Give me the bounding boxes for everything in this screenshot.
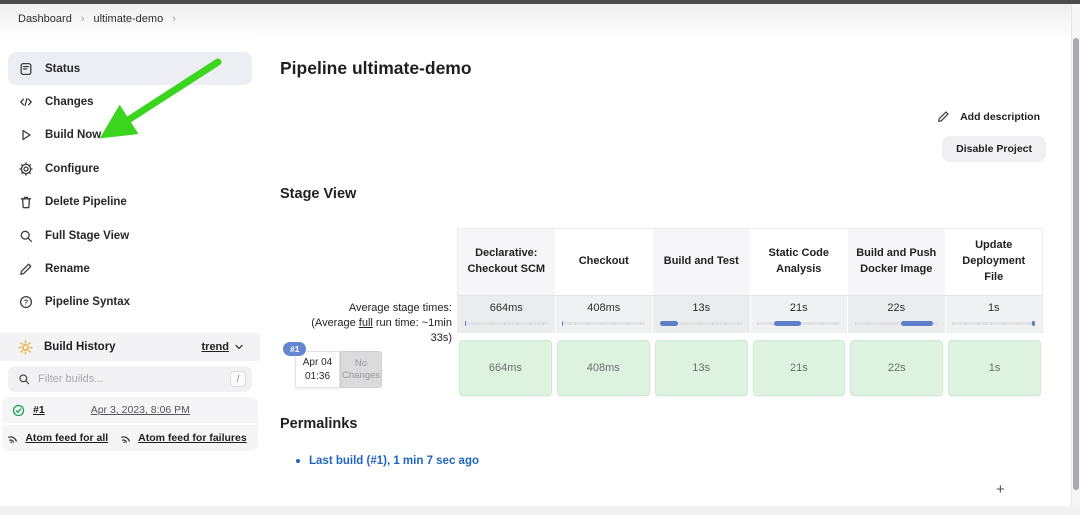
sidebar-item-label: Configure — [45, 162, 100, 175]
stage-timing-bar — [562, 321, 646, 326]
trend-dropdown[interactable]: trend — [202, 341, 245, 353]
atom-feeds: Atom feed for all Atom feed for failures — [2, 425, 258, 451]
atom-feed-failures-link[interactable]: Atom feed for failures — [138, 432, 247, 444]
sidebar-item-label: Delete Pipeline — [45, 196, 127, 209]
stage-timing-bar — [659, 321, 743, 326]
run-date-box[interactable]: Apr 04 01:36 — [295, 351, 340, 388]
build-run-row: 664ms 408ms 13s 21s 22s 1s — [457, 338, 1043, 398]
search-icon — [18, 228, 33, 243]
last-build-link[interactable]: Last build (#1), 1 min 7 sec ago — [296, 455, 479, 467]
plus-icon[interactable]: + — [996, 481, 1005, 498]
sidebar-item-rename[interactable]: Rename — [8, 252, 252, 285]
build-date-link[interactable]: Apr 3, 2023, 8:06 PM — [90, 404, 190, 416]
filter-builds-input[interactable] — [38, 373, 230, 385]
build-history-title: Build History — [44, 341, 116, 353]
stage-timing-bar — [854, 321, 938, 326]
stage-header: Static Code Analysis — [750, 229, 847, 295]
trend-label: trend — [201, 341, 230, 353]
trash-icon — [18, 195, 33, 210]
svg-text:?: ? — [23, 298, 28, 307]
build-history-header: Build History trend — [0, 333, 260, 361]
stage-result-cell[interactable]: 21s — [750, 338, 848, 398]
stage-view-table: Declarative: Checkout SCM Checkout Build… — [457, 228, 1043, 398]
sidebar-item-delete-pipeline[interactable]: Delete Pipeline — [8, 186, 252, 219]
sidebar-item-label: Rename — [45, 263, 90, 276]
sidebar-item-label: Pipeline Syntax — [45, 296, 131, 309]
stage-header-row: Declarative: Checkout SCM Checkout Build… — [457, 228, 1043, 295]
search-icon — [19, 374, 30, 385]
sidebar-item-build-now[interactable]: Build Now — [8, 119, 252, 152]
stage-header: Build and Push Docker Image — [848, 229, 945, 295]
permalinks-title: Permalinks — [280, 416, 358, 432]
code-icon — [18, 95, 33, 110]
average-time-cell: 408ms — [555, 296, 652, 332]
build-history-row[interactable]: #1 Apr 3, 2023, 8:06 PM — [2, 397, 258, 423]
chevron-down-icon — [235, 344, 243, 350]
build-number-link[interactable]: #1 — [33, 404, 45, 416]
stage-timing-bar — [952, 321, 1036, 326]
stage-timing-bar — [757, 321, 841, 326]
breadcrumb-separator-icon: › — [80, 12, 85, 25]
run-number-badge[interactable]: #1 — [283, 342, 307, 356]
play-icon — [18, 128, 33, 143]
stage-result-cell[interactable]: 13s — [652, 338, 750, 398]
rss-icon — [121, 436, 131, 444]
shortcut-key-badge: / — [230, 371, 246, 387]
question-icon: ? — [18, 295, 33, 310]
average-time-cell: 13s — [653, 296, 750, 332]
bullet-icon — [296, 459, 300, 463]
average-time-cell: 664ms — [458, 296, 555, 332]
scrollbar-track[interactable] — [1071, 4, 1080, 515]
window-top-edge — [0, 0, 1080, 4]
sidebar-item-pipeline-syntax[interactable]: ? Pipeline Syntax — [8, 286, 252, 319]
stage-header: Update Deployment File — [945, 229, 1042, 295]
stage-view-title: Stage View — [280, 186, 357, 202]
document-icon — [18, 61, 33, 76]
build-filter: / — [8, 366, 252, 392]
atom-feed-all-link[interactable]: Atom feed for all — [25, 432, 109, 444]
window-bottom-edge — [0, 506, 1080, 515]
scrollbar-thumb[interactable] — [1072, 38, 1079, 490]
stage-header: Checkout — [555, 229, 652, 295]
gear-icon — [18, 161, 33, 176]
sidebar-nav: Status Changes Build Now Configure — [0, 33, 260, 319]
sidebar-item-label: Status — [45, 62, 81, 75]
average-stage-times-label: Average stage times: (Average full run t… — [311, 302, 452, 344]
sidebar-item-status[interactable]: Status — [8, 52, 252, 86]
breadcrumb-dashboard[interactable]: Dashboard — [18, 12, 72, 25]
stage-result-cell[interactable]: 1s — [946, 338, 1043, 398]
breadcrumb: Dashboard › ultimate-demo › — [0, 4, 1080, 33]
average-times-row: 664ms 408ms 13s 21s 22s 1s — [457, 295, 1043, 333]
sidebar-item-label: Changes — [45, 96, 94, 109]
disable-project-button[interactable]: Disable Project — [942, 136, 1046, 162]
sidebar-item-label: Build Now — [45, 129, 102, 142]
sidebar: Status Changes Build Now Configure — [0, 33, 260, 515]
average-time-cell: 1s — [945, 296, 1042, 332]
rss-icon — [8, 436, 18, 444]
pencil-icon — [938, 111, 949, 122]
add-description-label: Add description — [960, 110, 1040, 123]
add-description-button[interactable]: Add description — [937, 110, 1040, 123]
breadcrumb-separator-icon: › — [172, 12, 176, 25]
stage-header: Declarative: Checkout SCM — [458, 229, 555, 295]
sidebar-item-label: Full Stage View — [45, 229, 130, 242]
success-check-icon — [12, 404, 25, 417]
stage-result-cell[interactable]: 22s — [848, 338, 946, 398]
page-title: Pipeline ultimate-demo — [280, 58, 472, 78]
sidebar-item-changes[interactable]: Changes — [8, 85, 252, 118]
breadcrumb-pipeline[interactable]: ultimate-demo — [93, 12, 164, 25]
sidebar-item-configure[interactable]: Configure — [8, 152, 252, 185]
average-time-cell: 22s — [848, 296, 945, 332]
run-date: Apr 04 — [302, 356, 333, 368]
stage-result-cell[interactable]: 664ms — [457, 338, 554, 398]
average-time-cell: 21s — [750, 296, 847, 332]
stage-header: Build and Test — [653, 229, 750, 295]
pencil-icon — [18, 262, 33, 277]
weather-sun-icon — [18, 339, 33, 355]
run-time: 01:36 — [304, 370, 331, 382]
stage-result-cell[interactable]: 408ms — [554, 338, 652, 398]
sidebar-item-full-stage-view[interactable]: Full Stage View — [8, 219, 252, 252]
no-changes-box: No Changes — [340, 351, 382, 388]
stage-timing-bar — [464, 321, 548, 326]
